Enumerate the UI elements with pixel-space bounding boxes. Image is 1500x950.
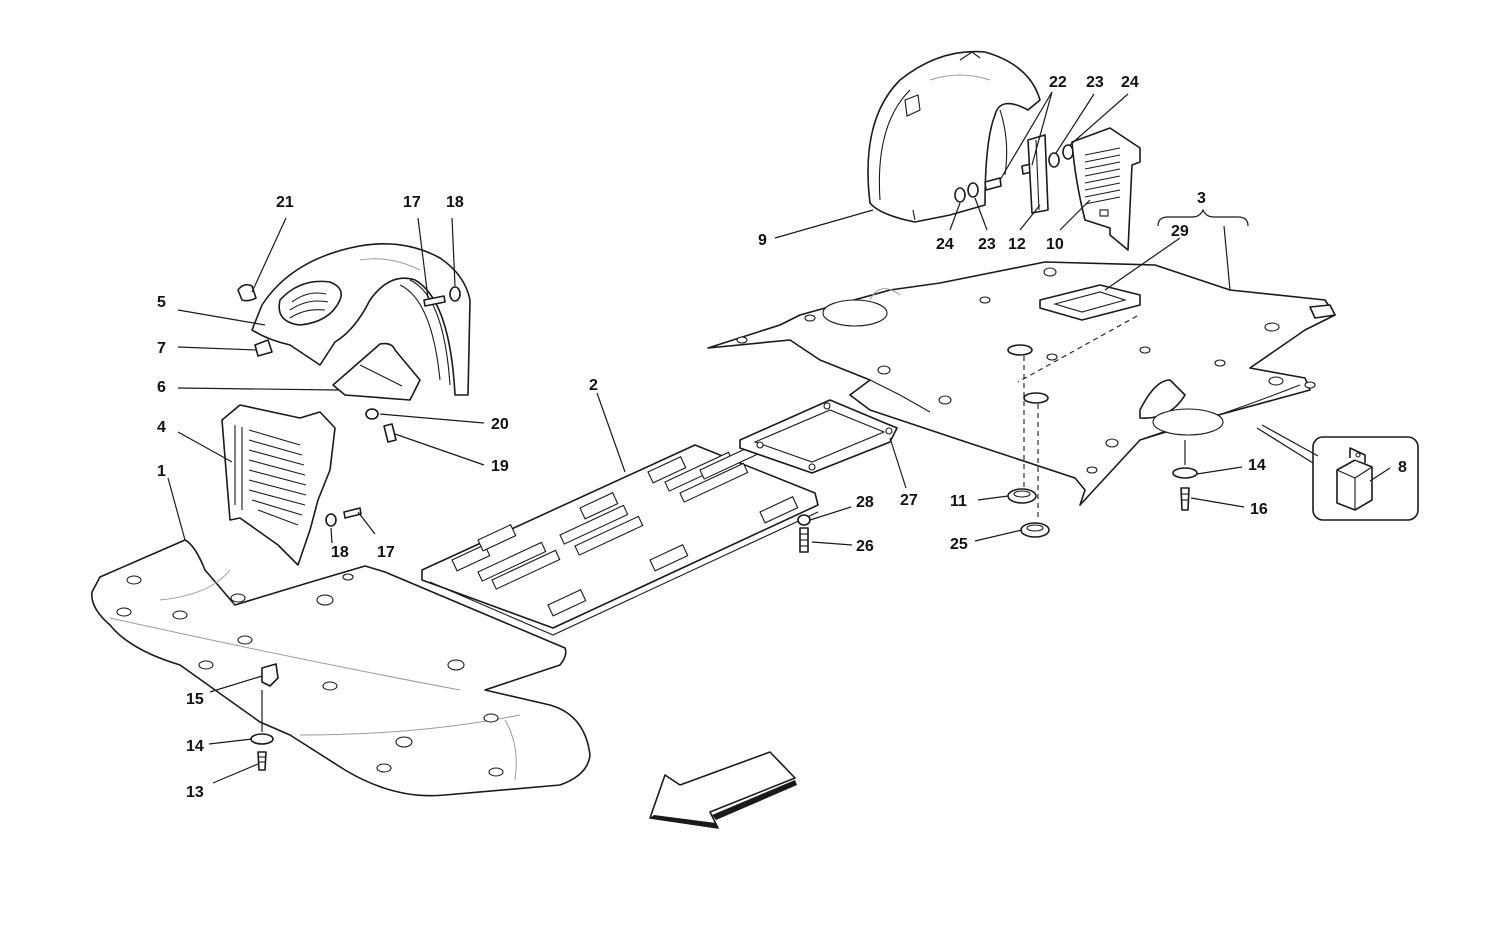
callout-12: 12	[1008, 236, 1026, 253]
callout-27: 27	[900, 492, 918, 509]
callout-28: 28	[856, 494, 874, 511]
cover-fasteners	[365, 408, 397, 443]
plate-fasteners	[797, 514, 811, 553]
inset-leader-line	[1261, 424, 1319, 457]
callout-labels: 1 2 3 4 5 6 7 8 9 10 11 12 13 14 14 15 1…	[157, 74, 1407, 801]
callout-8: 8	[1398, 459, 1407, 476]
inset-leader-line	[1256, 427, 1314, 464]
rear-floor-panel-part	[707, 261, 1336, 506]
central-floor-frame-part	[421, 439, 819, 636]
front-air-duct-part	[221, 404, 362, 566]
callout-9: 9	[758, 232, 767, 249]
callout-21: 21	[276, 194, 294, 211]
callout-17-liner: 17	[403, 194, 421, 211]
callout-15: 15	[186, 691, 204, 708]
callout-18-liner: 18	[446, 194, 464, 211]
rear-fasteners	[1172, 440, 1198, 511]
callout-19: 19	[491, 458, 509, 475]
callout-24-top: 24	[1121, 74, 1139, 91]
duct-louvres	[234, 425, 307, 526]
callout-11: 11	[950, 493, 967, 510]
front-undertray-part	[91, 539, 591, 797]
callout-25: 25	[950, 536, 968, 553]
callout-14-rear: 14	[1248, 457, 1266, 474]
callout-14-front: 14	[186, 738, 204, 755]
centre-cover-plate-part	[739, 399, 898, 474]
callout-1: 1	[157, 463, 166, 480]
rear-wheel-arch-liner-part	[867, 50, 1041, 223]
access-cover-plate	[332, 342, 421, 401]
bracket-brace	[1157, 208, 1249, 227]
direction-arrow-icon	[649, 751, 797, 829]
callout-5: 5	[157, 294, 166, 311]
callout-20: 20	[491, 416, 509, 433]
liner-screw	[423, 286, 461, 307]
callout-29: 29	[1171, 223, 1189, 240]
rear-air-duct-part	[1071, 127, 1141, 251]
front-wheel-arch-liner-part	[251, 243, 471, 396]
arch-seal-strip	[1027, 134, 1049, 214]
inset-detail-box	[1312, 436, 1419, 521]
rear-duct-louvres	[1084, 147, 1121, 205]
callout-16: 16	[1250, 501, 1268, 518]
callout-23-top: 23	[1086, 74, 1104, 91]
callout-13: 13	[186, 784, 204, 801]
callout-4: 4	[157, 419, 166, 436]
front-fasteners	[250, 663, 279, 771]
grommet-parts	[1007, 344, 1050, 538]
callout-18-duct: 18	[331, 544, 349, 561]
callout-26: 26	[856, 538, 874, 555]
callout-10: 10	[1046, 236, 1064, 253]
undertray-mount-points	[116, 573, 504, 777]
leader-lines	[167, 91, 1391, 784]
callout-17-duct: 17	[377, 544, 395, 561]
callout-3: 3	[1197, 190, 1206, 207]
callout-24-bottom: 24	[936, 236, 954, 253]
callout-2: 2	[589, 377, 598, 394]
floor-panel-mount-points	[736, 267, 1316, 474]
callout-23-bottom: 23	[978, 236, 996, 253]
callout-7: 7	[157, 340, 166, 357]
clip-part	[237, 283, 257, 302]
assembly-guide-line	[1017, 315, 1138, 383]
callout-6: 6	[157, 379, 166, 396]
callout-22: 22	[1049, 74, 1067, 91]
